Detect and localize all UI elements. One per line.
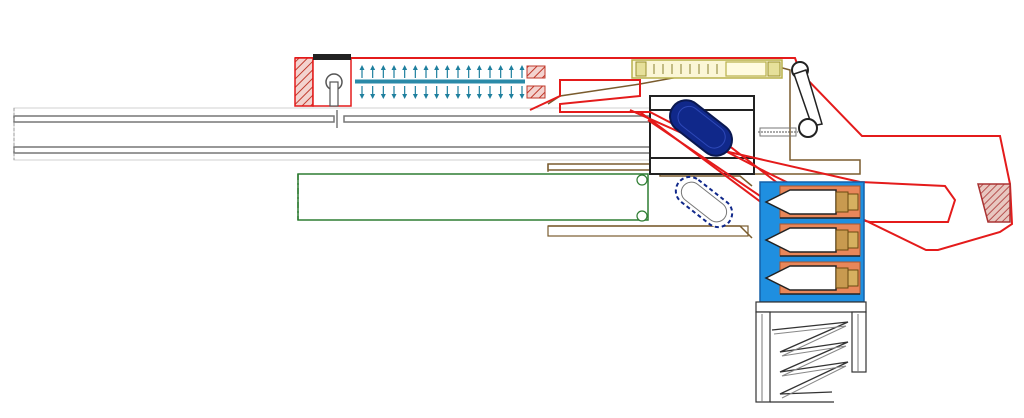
- cam-roller: [669, 99, 733, 157]
- magazine: [755, 181, 867, 403]
- spring-arrow-head: [487, 65, 493, 70]
- spring-arrow-head: [423, 65, 429, 70]
- spring-arrow-head: [476, 65, 482, 70]
- spring-arrow-head: [444, 94, 450, 99]
- cartridge: [764, 185, 861, 219]
- spring-arrow-head: [455, 94, 461, 99]
- spring-arrow-head: [370, 65, 376, 70]
- cartridge-rim: [847, 193, 859, 211]
- spring-arrow-head: [519, 65, 525, 70]
- spring-arrow-head: [498, 94, 504, 99]
- spring-arrow-head: [380, 65, 386, 70]
- cartridge-base: [835, 229, 849, 251]
- barrel: [13, 107, 655, 161]
- spring-arrow-head: [476, 94, 482, 99]
- cam-roller-ghost: [674, 175, 734, 229]
- spring-arrow-head: [519, 94, 525, 99]
- under-barrel-tube: [297, 173, 649, 222]
- spring-arrow-head: [434, 94, 440, 99]
- recoil-spring: [355, 65, 546, 99]
- pivot-lever: [758, 61, 823, 138]
- spring-arrow-head: [466, 94, 472, 99]
- spring-arrow-head: [444, 65, 450, 70]
- spring-arrow-head: [434, 65, 440, 70]
- spring-arrow-head: [380, 94, 386, 99]
- spring-arrow-head: [402, 94, 408, 99]
- cartridge-base: [835, 191, 849, 213]
- spring-arrow-head: [487, 94, 493, 99]
- cartridge-rim: [847, 231, 859, 249]
- spring-arrow-head: [402, 65, 408, 70]
- spring-arrow-head: [508, 65, 514, 70]
- spring-arrow-head: [391, 65, 397, 70]
- spring-arrow-head: [455, 65, 461, 70]
- cartridge: [764, 261, 861, 295]
- spring-arrow-head: [412, 65, 418, 70]
- cartridge-base: [835, 267, 849, 289]
- spring-arrow-head: [423, 94, 429, 99]
- spring-arrow-head: [466, 65, 472, 70]
- cartridge-rim: [847, 269, 859, 287]
- spring-arrow-head: [508, 94, 514, 99]
- spring-arrow-head: [370, 94, 376, 99]
- spring-arrow-head: [498, 65, 504, 70]
- upper-spring-assembly: [631, 59, 783, 79]
- spring-arrow-head: [391, 94, 397, 99]
- spring-arrow-head: [359, 65, 365, 70]
- spring-arrow-head: [412, 94, 418, 99]
- cartridge: [764, 223, 861, 257]
- spring-arrow-head: [359, 94, 365, 99]
